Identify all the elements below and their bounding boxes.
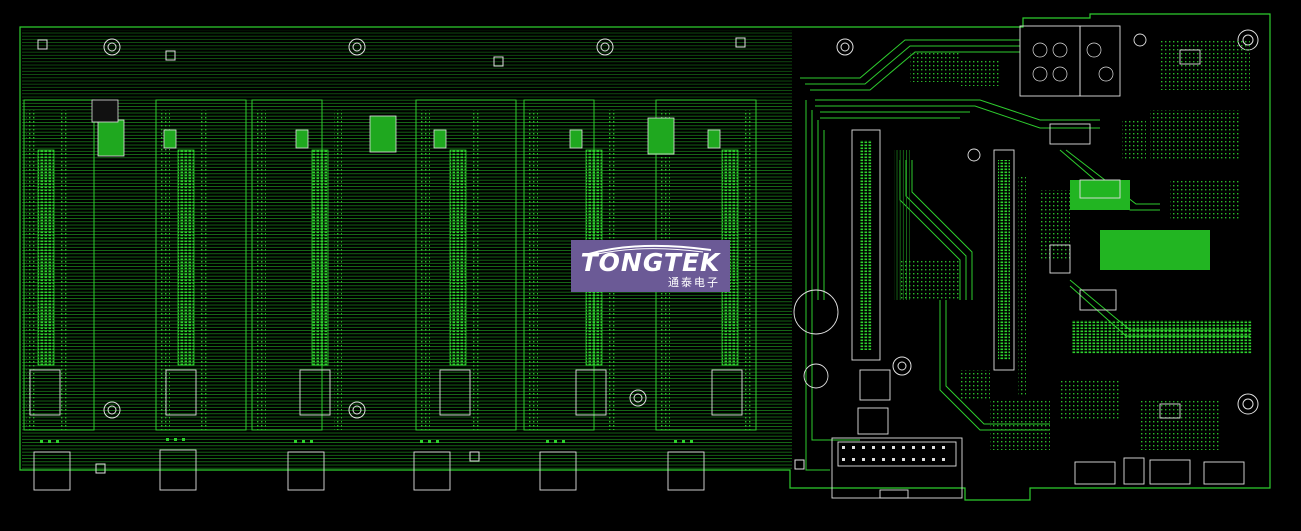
- mounting-holes: [37, 29, 1259, 474]
- logo-subtitle: 通泰电子: [668, 276, 720, 289]
- control-components: [793, 25, 1252, 485]
- logo-brand-text: TONGTEK: [580, 248, 721, 277]
- header-connector: [831, 437, 963, 499]
- logo-swoosh-icon: [588, 244, 712, 256]
- power-connectors: [33, 438, 705, 491]
- tongtek-logo: TONGTEK 通泰电子: [571, 240, 730, 292]
- board-outline: [19, 13, 1271, 501]
